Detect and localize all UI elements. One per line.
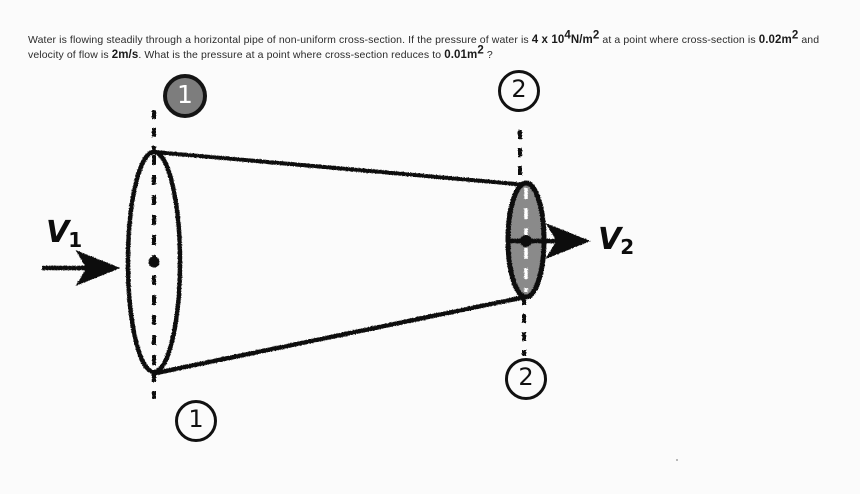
station-marker-top-2-label: 2 <box>511 75 527 103</box>
problem-line1-part-b: at a point where cross-section is <box>599 34 759 46</box>
area1-value: 0.02m <box>758 34 792 46</box>
scan-speck <box>676 459 678 461</box>
velocity-1-subscript: 1 <box>68 228 83 252</box>
velocity-2-subscript: 2 <box>620 235 635 259</box>
station-marker-bottom-2: 2 <box>505 358 547 400</box>
area1-exponent: 2 <box>791 29 799 42</box>
velocity-value: 2m/s <box>111 49 139 61</box>
pipe-lower-edge <box>153 293 533 376</box>
pressure-exponent: 4 <box>564 29 571 42</box>
area2-value: 0.01m <box>444 49 478 61</box>
area2-exponent: 2 <box>477 44 484 57</box>
station-marker-top-2: 2 <box>498 70 540 112</box>
station-marker-bottom-2-label: 2 <box>518 363 534 391</box>
problem-statement: Water is flowing steadily through a hori… <box>28 29 840 63</box>
station-marker-top-1-label: 1 <box>177 79 193 109</box>
pressure-unit: N/m <box>570 34 593 46</box>
velocity-2-symbol: V <box>598 222 622 257</box>
problem-line2-part-a: . What is the pressure at a point where … <box>138 49 445 61</box>
station-marker-bottom-1-label: 1 <box>188 405 204 433</box>
velocity-1-label: V1 <box>46 215 83 250</box>
pressure-value: 4 x 10 <box>531 34 565 46</box>
problem-line2-part-b: ? <box>483 49 493 61</box>
velocity-1-symbol: V <box>46 215 70 250</box>
velocity-2-label: V2 <box>598 222 635 257</box>
pressure-unit-exponent: 2 <box>592 29 600 42</box>
pipe-upper-edge <box>152 150 530 187</box>
problem-line1-part-a: Water is flowing steadily through a hori… <box>28 34 532 46</box>
station-marker-top-1: 1 <box>163 74 207 118</box>
station-marker-bottom-1: 1 <box>175 400 217 442</box>
problem-line1-part-c: and velocity of flow is <box>28 34 820 61</box>
left-face-center-point <box>148 256 160 268</box>
left-cross-section-face <box>125 149 183 375</box>
